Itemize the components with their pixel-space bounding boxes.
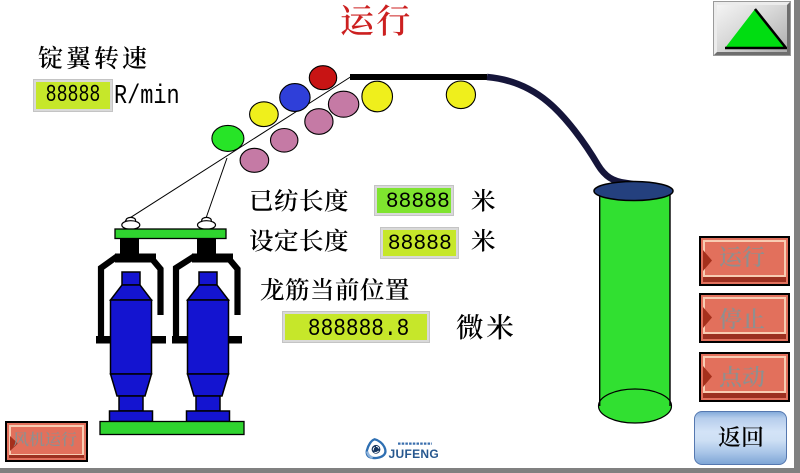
svg-text:JUFENG: JUFENG — [389, 447, 439, 461]
